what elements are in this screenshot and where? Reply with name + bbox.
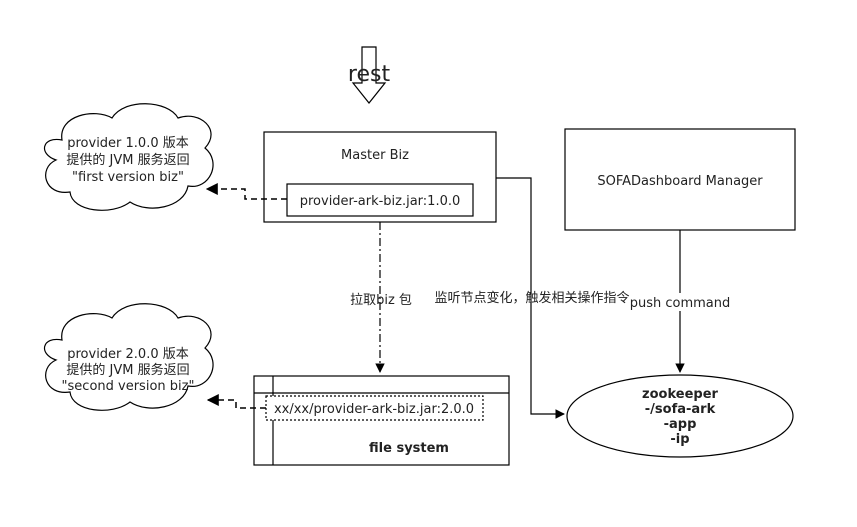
cloud-v2-line3: "second version biz": [62, 379, 195, 394]
edge-listen: [496, 177, 565, 419]
cloud-v2-node: provider 2.0.0 版本 提供的 JVM 服务返回 "second v…: [44, 303, 214, 411]
cloud-v2-shape: [44, 303, 214, 411]
master-biz-node: Master Biz provider-ark-biz.jar:1.0.0: [263, 131, 497, 223]
zookeeper-node: zookeeper -/sofa-ark -app -ip: [566, 374, 794, 458]
cloud-v1-shape: [44, 103, 214, 211]
hollow-down-arrow-icon: [351, 46, 387, 104]
zookeeper-ellipse: [566, 374, 794, 458]
cloud-v1-line1: provider 1.0.0 版本: [67, 136, 189, 151]
zookeeper-line1: zookeeper: [642, 387, 718, 402]
master-biz-jar-box: [286, 183, 474, 217]
edge-jar-v1-to-cloud: [205, 183, 287, 200]
zookeeper-line3: -app: [664, 417, 697, 432]
rest-label: rest: [348, 62, 391, 87]
cloud-v1-line3: "first version biz": [72, 170, 184, 185]
cloud-v2-line2: 提供的 JVM 服务返回: [66, 362, 189, 378]
dashboard-title: SOFADashboard Manager: [597, 174, 763, 189]
push-command-label-bg: [632, 293, 728, 311]
push-command-label: push command: [630, 296, 731, 311]
file-system-jar-box: [265, 395, 484, 421]
listen-label: 监听节点变化，触发相关操作指令: [434, 290, 629, 306]
master-biz-jar-label: provider-ark-biz.jar:1.0.0: [300, 194, 461, 209]
zookeeper-line2: -/sofa-ark: [645, 402, 716, 417]
cloud-v2-line1: provider 2.0.0 版本: [67, 347, 189, 362]
edge-jar-v2-to-cloud: [206, 394, 266, 409]
cloud-v1-node: provider 1.0.0 版本 提供的 JVM 服务返回 "first ve…: [44, 103, 214, 211]
cloud-v1-line2: 提供的 JVM 服务返回: [66, 152, 189, 168]
master-biz-title: Master Biz: [341, 148, 409, 163]
zookeeper-line4: -ip: [670, 432, 689, 447]
dashboard-node: SOFADashboard Manager: [564, 128, 796, 231]
file-system-title: file system: [369, 441, 449, 456]
pull-biz-label: 拉取biz 包: [350, 293, 412, 308]
rest-arrow-node: rest: [348, 46, 391, 104]
file-system-jar-label: xx/xx/provider-ark-biz.jar:2.0.0: [274, 402, 474, 417]
file-system-node: xx/xx/provider-ark-biz.jar:2.0.0 file sy…: [253, 375, 510, 466]
dashboard-box: [564, 128, 796, 231]
